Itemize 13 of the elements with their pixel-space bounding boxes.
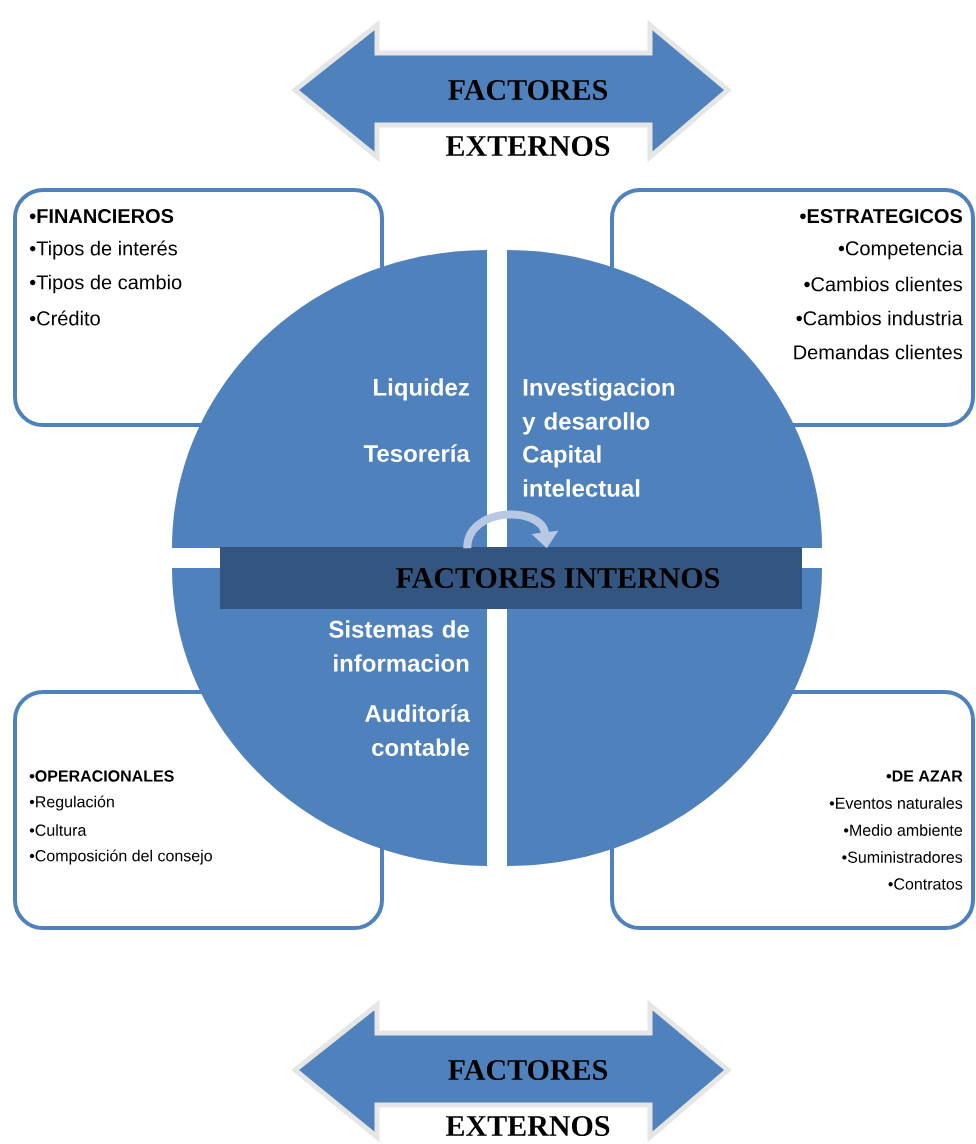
list-item: •Suministradores bbox=[842, 851, 963, 863]
list-item: •ESTRATEGICOS bbox=[800, 208, 963, 224]
list-item: •Cultura bbox=[29, 824, 87, 836]
list-item: •Crédito bbox=[30, 310, 100, 326]
list-item: •DE AZAR bbox=[886, 770, 963, 782]
list-item: •FINANCIEROS bbox=[29, 208, 174, 224]
list-item: •OPERACIONALES bbox=[29, 770, 174, 782]
list-item: •Medio ambiente bbox=[844, 824, 963, 836]
list-item: •Eventos naturales bbox=[829, 797, 963, 809]
list-item: •Contratos bbox=[888, 878, 963, 890]
list-item: •Regulación bbox=[29, 795, 114, 811]
title-banner: FACTORES INTERNOS bbox=[220, 547, 802, 609]
list-item: •Competencia bbox=[838, 240, 963, 260]
